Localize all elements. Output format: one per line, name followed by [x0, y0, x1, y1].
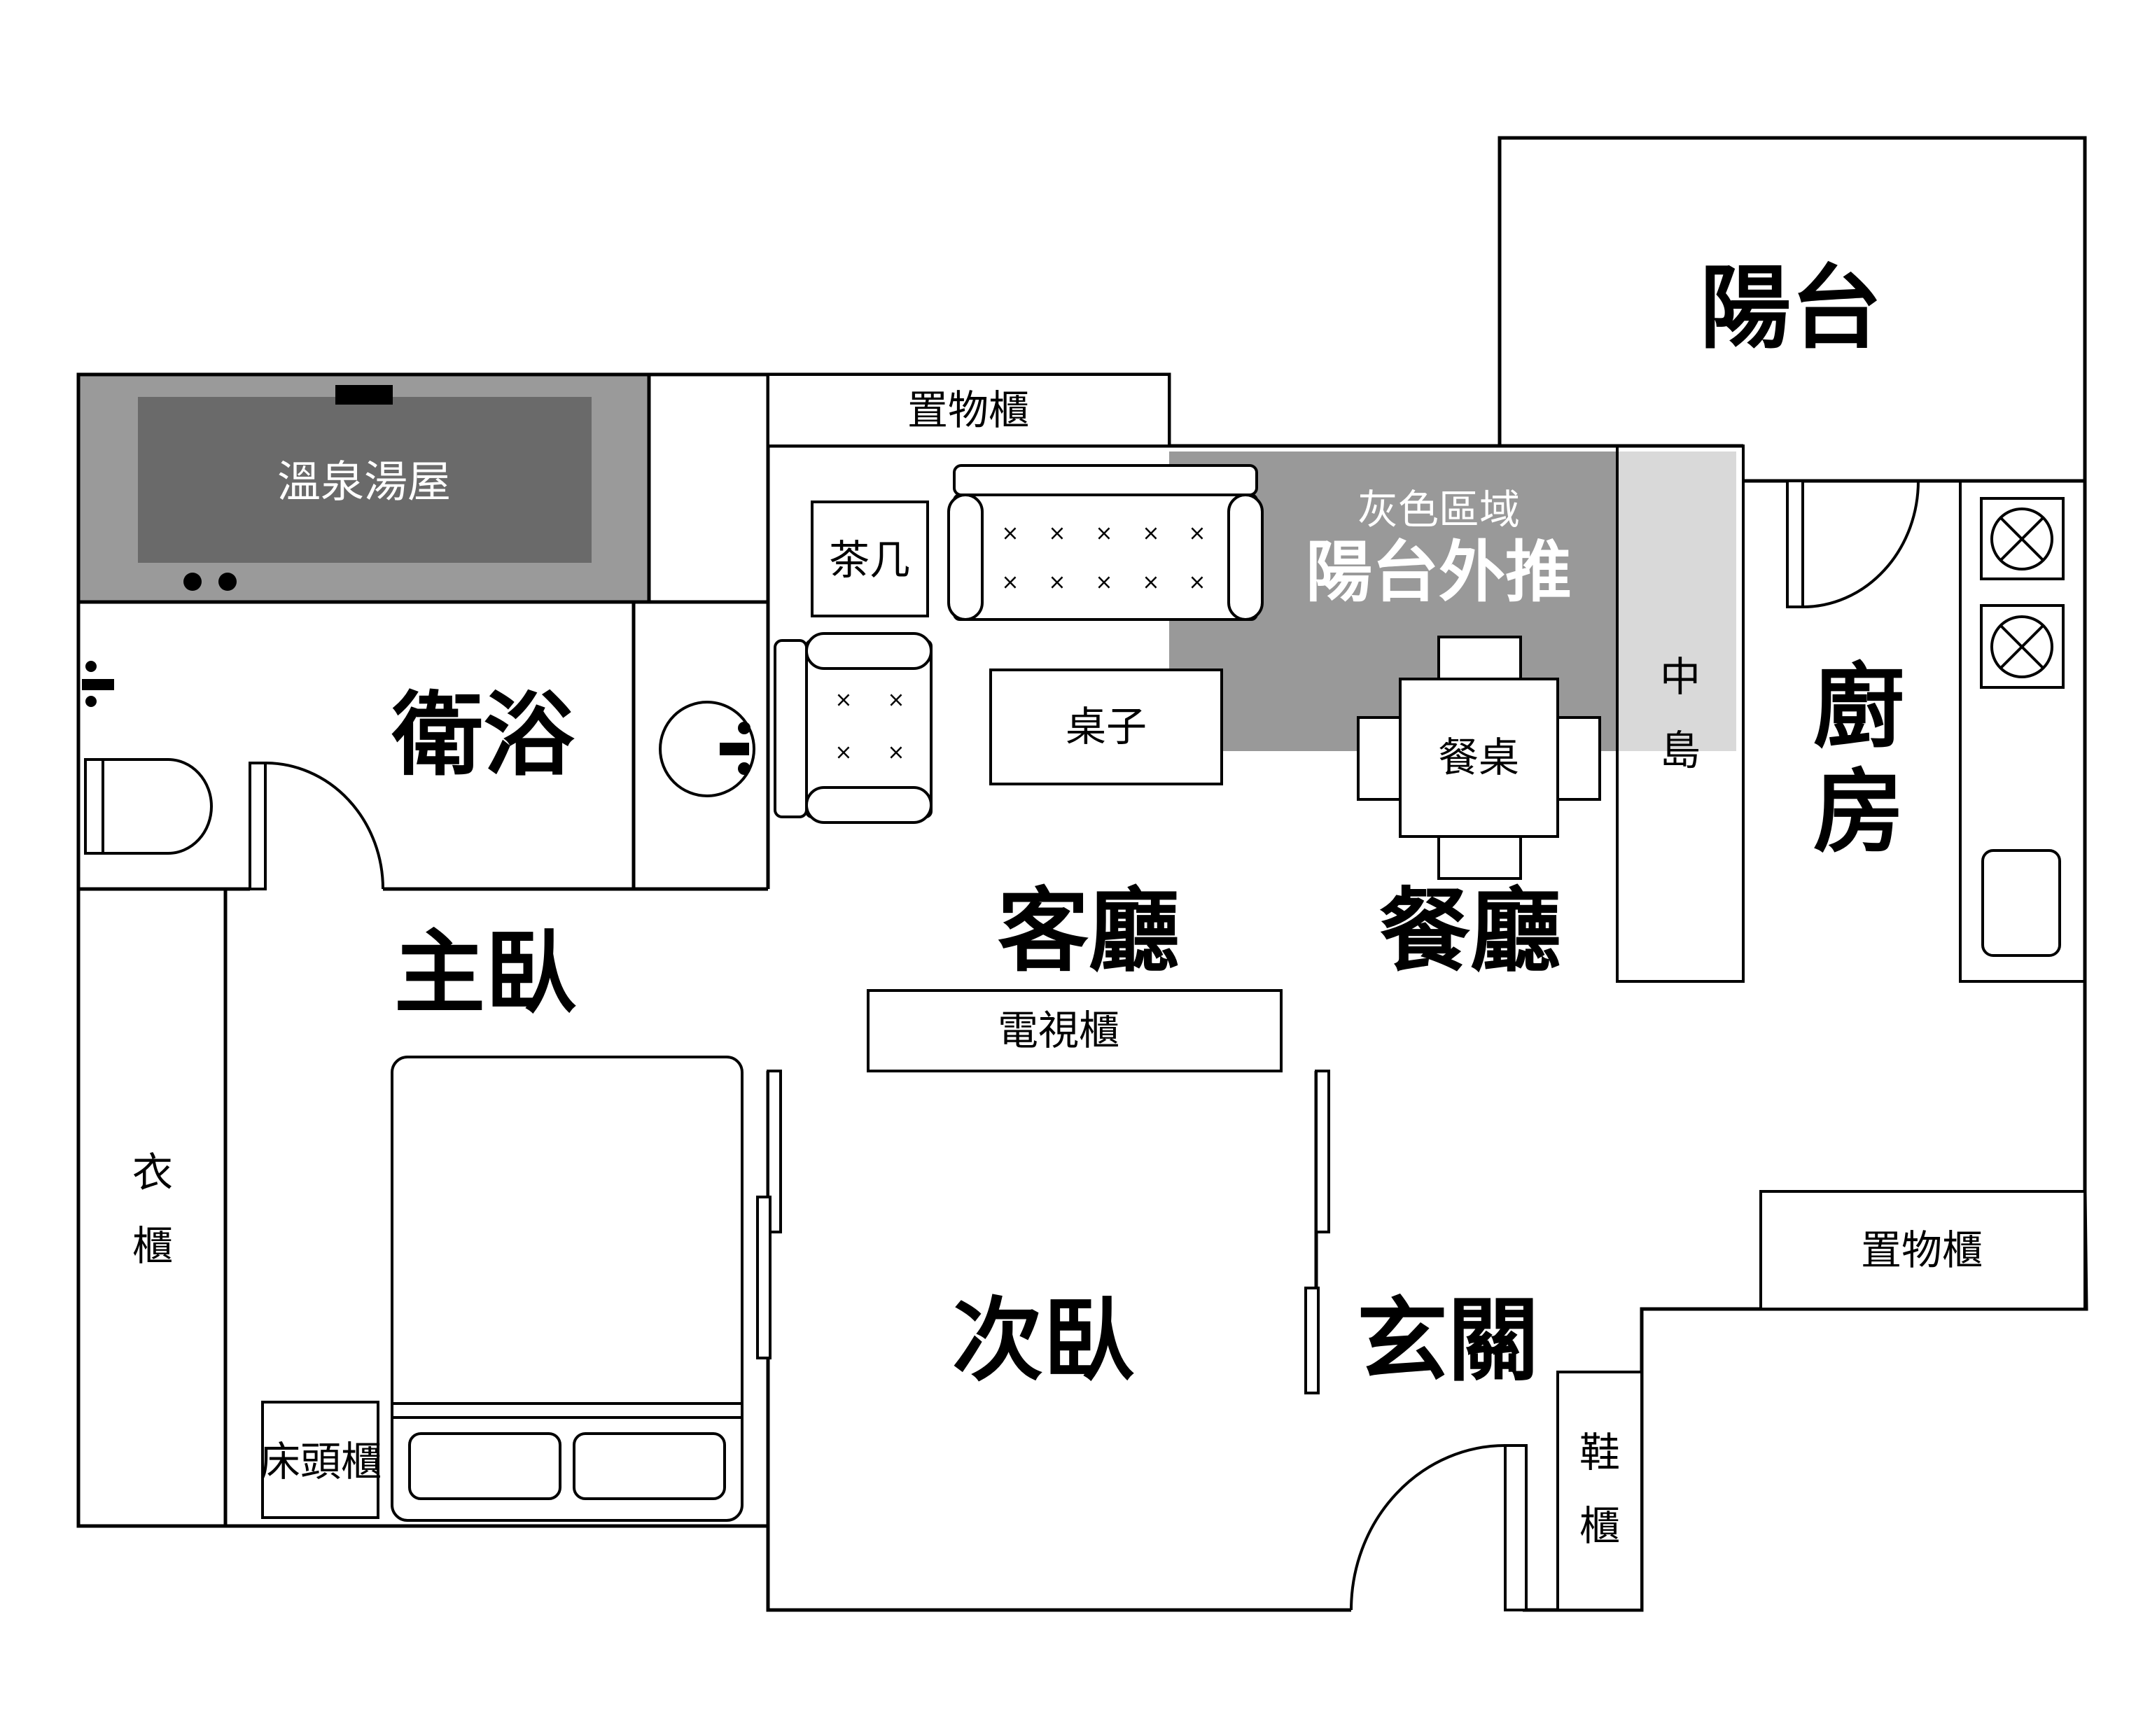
stove-burner-icon	[1980, 604, 2065, 689]
drain-icon	[183, 573, 202, 591]
toilet-icon	[84, 758, 213, 855]
sofa-three-seat: × × × × × × × × × ×	[947, 464, 1264, 621]
furniture-label-island-1: 中	[1660, 653, 1701, 701]
kitchen-sink-icon	[1981, 849, 2061, 957]
cushion-mark: ×	[1001, 522, 1019, 546]
furniture-label-dining-table: 餐桌	[1438, 734, 1519, 781]
storage-cabinet-top	[767, 373, 1171, 447]
cushion-mark: ×	[1142, 522, 1159, 546]
stove-burner-icon	[1980, 497, 2065, 580]
sink-icon	[659, 701, 755, 797]
room-label-bathroom: 衛浴	[391, 682, 575, 788]
nightstand	[261, 1401, 379, 1519]
furniture-label-nightstand: 床頭櫃	[260, 1438, 382, 1485]
furniture-label-table: 桌子	[1066, 703, 1147, 750]
furniture-label-shoe-cabinet-1: 鞋	[1579, 1429, 1620, 1476]
dining-set	[1357, 636, 1601, 880]
extension-note-line2: 陽台外推	[1306, 534, 1572, 611]
cushion-mark: ×	[835, 688, 852, 713]
room-label-second-bedroom: 次臥	[952, 1287, 1134, 1394]
tv-cabinet	[867, 989, 1283, 1072]
cushion-mark: ×	[1048, 570, 1066, 595]
hot-spring-pool	[138, 397, 592, 563]
furniture-label-wardrobe-1: 衣	[132, 1149, 173, 1196]
room-label-balcony: 陽台	[1700, 255, 1882, 361]
room-label-living-room: 客廳	[998, 878, 1180, 984]
furniture-label-island-2: 島	[1660, 727, 1701, 774]
shower-icon	[82, 661, 114, 707]
extension-note-line1: 灰色區域	[1357, 486, 1520, 533]
furniture-label-storage-top: 置物櫃	[907, 386, 1029, 434]
cushion-mark: ×	[1188, 522, 1206, 546]
cushion-mark: ×	[1188, 570, 1206, 595]
kitchen-counter	[1959, 479, 2086, 983]
second-bedroom-doors[interactable]	[756, 1070, 1330, 1394]
room-label-entrance: 玄關	[1357, 1287, 1539, 1394]
table	[989, 668, 1223, 785]
cushion-mark: ×	[1142, 570, 1159, 595]
furniture-label-tv-cabinet: 電視櫃	[998, 1007, 1119, 1054]
cushion-mark: ×	[887, 688, 905, 713]
entrance-door[interactable]	[1350, 1444, 1528, 1611]
room-label-kitchen-char1: 廚	[1813, 654, 1904, 760]
armchair: × × × ×	[774, 632, 933, 824]
cushion-mark: ×	[1001, 570, 1019, 595]
room-label-hot-spring: 溫泉湯屋	[277, 456, 451, 507]
room-label-dining-room: 餐廳	[1379, 878, 1561, 984]
furniture-label-storage-right: 置物櫃	[1861, 1226, 1983, 1274]
storage-cabinet-right	[1759, 1190, 2086, 1310]
furniture-label-coffee-table: 茶几	[829, 536, 910, 584]
furniture-label-shoe-cabinet-2: 櫃	[1579, 1502, 1620, 1550]
room-label-kitchen-char2: 房	[1813, 759, 1904, 865]
shoe-cabinet	[1556, 1371, 1643, 1611]
cushion-mark: ×	[887, 741, 905, 765]
bathroom-door[interactable]	[249, 762, 384, 890]
kitchen-door[interactable]	[1786, 479, 1920, 608]
cushion-mark: ×	[835, 741, 852, 765]
kitchen-island	[1616, 444, 1745, 983]
double-bed	[391, 1056, 744, 1522]
cushion-mark: ×	[1048, 522, 1066, 546]
drain-icon	[218, 573, 237, 591]
cushion-mark: ×	[1095, 570, 1112, 595]
furniture-label-wardrobe-2: 櫃	[132, 1222, 173, 1270]
coffee-table	[811, 500, 929, 617]
wardrobe	[77, 888, 227, 1527]
cushion-mark: ×	[1095, 522, 1112, 546]
faucet-icon	[335, 385, 393, 405]
room-label-master-bedroom: 主臥	[394, 920, 576, 1026]
